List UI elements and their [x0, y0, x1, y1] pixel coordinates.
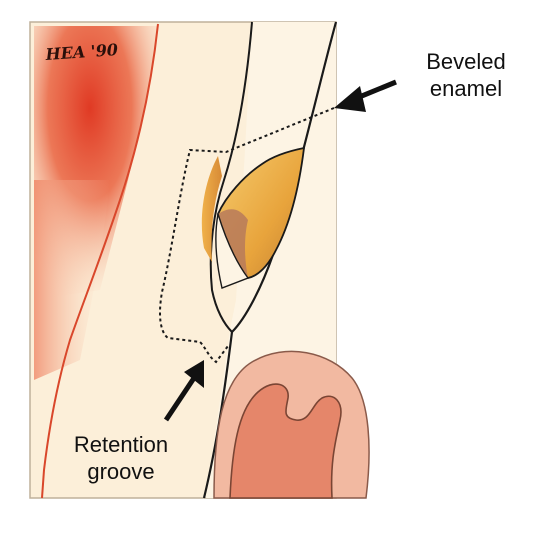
beveled-enamel-arrow	[334, 79, 397, 112]
restoration-facet	[215, 213, 250, 289]
retention-label-line2: groove	[87, 459, 155, 484]
beveled-label-line2: enamel	[429, 76, 503, 101]
beveled-label-line1: Beveled	[426, 49, 506, 74]
dentin-enamel-junction	[209, 21, 253, 333]
tooth-surface-line	[202, 21, 338, 499]
beveled-enamel-label: Beveled enamel	[402, 48, 530, 102]
restoration-shadow	[218, 209, 248, 278]
retention-label-line1: Retention	[73, 432, 169, 457]
retention-groove-arrow	[163, 360, 204, 422]
restoration-left-gold	[201, 156, 222, 262]
retention-groove-label: Retention groove	[46, 431, 196, 485]
pulp-lower-shading	[34, 180, 110, 380]
gum-inner	[229, 383, 342, 499]
pulp-boundary-line	[41, 23, 159, 499]
